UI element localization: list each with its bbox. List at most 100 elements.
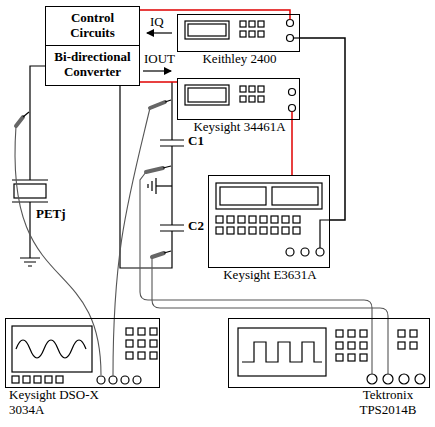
button <box>258 21 264 27</box>
button <box>258 96 264 102</box>
button <box>336 342 343 349</box>
terminal <box>301 248 309 256</box>
button <box>260 216 267 223</box>
probe-cable <box>113 108 150 376</box>
instrument-label: Keysight 34461A <box>178 120 301 135</box>
instrument-label: Tektronix TPS2014B <box>345 388 431 418</box>
wire <box>291 112 293 121</box>
ground-symbol <box>148 178 156 194</box>
current-label: IOUT <box>144 52 175 67</box>
piezo-plate <box>12 179 48 180</box>
piezo-symbol <box>14 184 46 198</box>
wire <box>171 82 172 140</box>
button <box>23 376 30 383</box>
label-holder: Tektronix TPS2014B <box>345 388 431 418</box>
button <box>238 216 245 223</box>
probe-cable <box>15 126 101 375</box>
button <box>348 330 355 337</box>
button <box>150 340 157 347</box>
button <box>240 96 246 102</box>
wire <box>120 86 172 268</box>
display <box>188 24 226 36</box>
scope-screen <box>12 326 92 372</box>
current-label: IQ <box>150 15 164 30</box>
button <box>410 342 417 349</box>
probe-tip <box>23 112 29 117</box>
button <box>360 354 367 361</box>
converter-box: Bi-directional Converter <box>45 45 140 87</box>
box-text: Control Circuits <box>49 11 136 41</box>
button <box>398 330 405 337</box>
terminal <box>289 89 296 96</box>
probe-tip <box>163 166 171 168</box>
button <box>249 86 255 92</box>
probe-tip <box>165 100 171 102</box>
bnc-connector <box>399 374 409 384</box>
button <box>249 96 255 102</box>
probe-cable <box>140 172 372 374</box>
button <box>260 227 267 234</box>
button <box>348 342 355 349</box>
probe-tip <box>164 251 171 253</box>
instrument-box: Keithley 2400 <box>177 14 300 52</box>
button <box>126 340 133 347</box>
bnc-connector <box>133 376 141 384</box>
label-holder: PETj <box>36 207 66 222</box>
button <box>348 354 355 361</box>
wire-connector <box>300 38 345 220</box>
button <box>336 354 343 361</box>
current-arrow <box>143 70 171 71</box>
probe-body <box>16 117 23 126</box>
display <box>220 187 266 205</box>
oscilloscope-box: Tektronix TPS2014B <box>228 318 430 388</box>
button <box>360 342 367 349</box>
button <box>56 376 63 383</box>
wire-connector <box>291 120 293 175</box>
label-holder: Keysight DSO-X 3034A <box>9 388 99 418</box>
waveform <box>242 342 322 362</box>
button <box>34 376 41 383</box>
button <box>282 227 289 234</box>
label-holder: Keysight E3631A <box>209 268 331 283</box>
component-label: C1 <box>188 134 204 149</box>
capacitor-symbol <box>160 225 184 231</box>
terminal <box>287 20 294 27</box>
display <box>216 183 322 209</box>
button <box>138 340 145 347</box>
wire <box>30 66 45 180</box>
instrument-label: Keithley 2400 <box>178 52 301 67</box>
button <box>238 227 245 234</box>
button <box>126 328 133 335</box>
bnc-connector <box>367 374 377 384</box>
button <box>12 376 19 383</box>
instrument-label: Keysight E3631A <box>209 268 331 283</box>
wire <box>320 220 330 248</box>
wire <box>29 202 30 258</box>
button <box>398 342 405 349</box>
oscilloscope-box: Keysight DSO-X 3034A <box>5 318 160 388</box>
display <box>272 187 318 205</box>
button <box>227 216 234 223</box>
button <box>45 376 52 383</box>
instrument-box: Keysight E3631A <box>208 175 330 268</box>
label-holder: IQ <box>150 15 164 30</box>
probe-body <box>146 168 163 172</box>
button <box>249 227 256 234</box>
button <box>138 352 145 359</box>
button <box>293 216 300 223</box>
button <box>271 216 278 223</box>
wire-connector <box>140 81 177 83</box>
button <box>410 330 417 337</box>
button <box>249 216 256 223</box>
button <box>282 216 289 223</box>
probe-body <box>150 102 165 108</box>
probe-cable <box>152 257 388 374</box>
button <box>249 31 255 37</box>
button <box>271 227 278 234</box>
capacitor-symbol <box>160 140 184 146</box>
terminal <box>286 248 294 256</box>
button <box>126 352 133 359</box>
component-label: C2 <box>188 219 204 234</box>
